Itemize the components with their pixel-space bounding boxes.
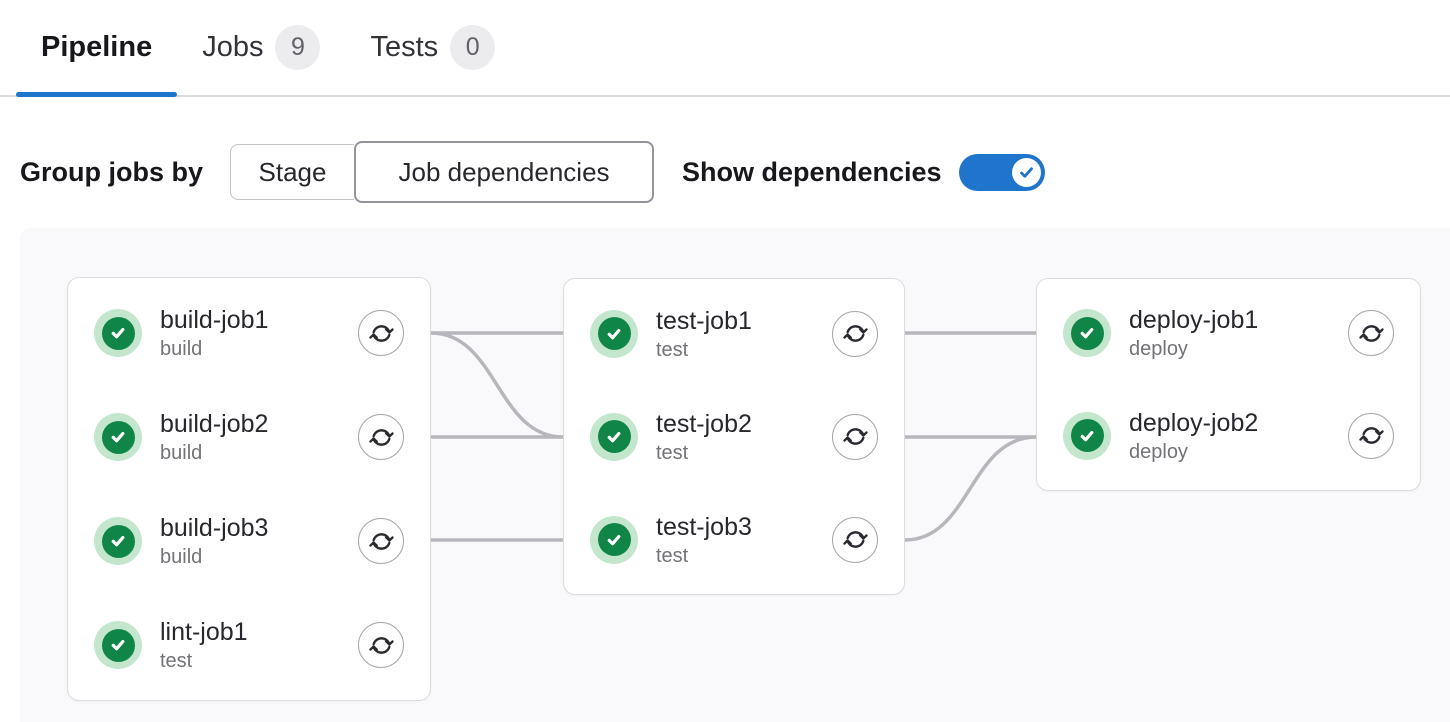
- dependency-link-build-job1-test-job2: [430, 331, 564, 439]
- job-row-build-job2[interactable]: build-job2 build: [94, 402, 404, 472]
- show-dependencies-toggle[interactable]: [958, 153, 1045, 191]
- retry-job-button[interactable]: [358, 414, 404, 460]
- group-jobs-by-segmented-control: Stage Job dependencies: [230, 141, 655, 203]
- job-stage: test: [160, 650, 193, 672]
- check-icon: [1019, 166, 1033, 178]
- retry-job-button[interactable]: [358, 518, 404, 564]
- toggle-knob: [1011, 157, 1041, 187]
- job-row-deploy-job1[interactable]: deploy-job1 deploy: [1063, 299, 1394, 368]
- retry-job-button[interactable]: [358, 310, 404, 356]
- job-group-card-build: build-job1 build build-job2 build: [67, 277, 431, 701]
- tab-pipeline[interactable]: Pipeline: [16, 0, 178, 97]
- pipeline-tab-bar: Pipeline Jobs 9 Tests 0: [0, 0, 1450, 97]
- job-name: deploy-job1: [1129, 306, 1259, 335]
- graph-controls: Group jobs by Stage Job dependencies Sho…: [20, 141, 1450, 203]
- job-stage: build: [160, 546, 203, 568]
- job-stage: deploy: [1129, 440, 1188, 463]
- job-name: lint-job1: [160, 618, 248, 646]
- group-jobs-by-label: Group jobs by: [20, 156, 204, 187]
- job-name: test-job2: [656, 409, 752, 438]
- tab-tests[interactable]: Tests 0: [345, 0, 520, 95]
- job-row-deploy-job2[interactable]: deploy-job2 deploy: [1063, 402, 1394, 471]
- job-stage: build: [160, 442, 203, 464]
- status-success-icon: [590, 515, 638, 564]
- dependency-links-layer: [430, 331, 1037, 542]
- job-stage: build: [160, 338, 203, 360]
- job-row-test-job3[interactable]: test-job3 test: [590, 505, 878, 574]
- tab-jobs[interactable]: Jobs 9: [177, 0, 345, 95]
- retry-job-button[interactable]: [832, 310, 878, 357]
- status-success-icon: [94, 517, 142, 565]
- status-success-icon: [94, 309, 142, 357]
- group-by-stage-button[interactable]: Stage: [230, 144, 355, 200]
- show-dependencies-label: Show dependencies: [682, 156, 942, 187]
- jobs-count-badge: 9: [275, 25, 321, 70]
- job-stage: test: [656, 544, 689, 567]
- job-group-card-test: test-job1 test test-job2 test: [563, 278, 905, 595]
- job-row-lint-job1[interactable]: lint-job1 test: [94, 610, 404, 680]
- dependency-link-test-job3-deploy-job2: [904, 435, 1037, 542]
- retry-icon: [1358, 324, 1384, 342]
- retry-icon: [368, 636, 394, 654]
- job-row-build-job1[interactable]: build-job1 build: [94, 298, 404, 368]
- retry-icon: [368, 532, 394, 550]
- group-by-stage-label: Stage: [258, 156, 327, 187]
- status-success-icon: [94, 621, 142, 669]
- job-stage: test: [656, 338, 689, 361]
- job-row-test-job2[interactable]: test-job2 test: [590, 402, 878, 471]
- retry-icon: [1358, 427, 1384, 445]
- retry-job-button[interactable]: [1348, 412, 1394, 459]
- pipeline-graph-panel: build-job1 build build-job2 build: [20, 228, 1450, 722]
- job-row-build-job3[interactable]: build-job3 build: [94, 506, 404, 576]
- retry-icon: [842, 325, 868, 342]
- tab-pipeline-label: Pipeline: [41, 31, 153, 63]
- status-success-icon: [94, 413, 142, 461]
- retry-job-button[interactable]: [358, 622, 404, 668]
- job-stage: deploy: [1129, 338, 1188, 361]
- status-success-icon: [1063, 411, 1111, 460]
- retry-icon: [842, 531, 868, 548]
- tab-jobs-label: Jobs: [202, 31, 264, 63]
- job-name: build-job3: [160, 514, 269, 542]
- job-name: deploy-job2: [1129, 408, 1259, 437]
- job-name: test-job3: [656, 512, 752, 541]
- tests-count-badge: 0: [450, 25, 496, 70]
- group-by-job-dependencies-button[interactable]: Job dependencies: [354, 141, 655, 203]
- status-success-icon: [590, 309, 638, 358]
- job-name: build-job1: [160, 306, 269, 334]
- job-name: test-job1: [656, 306, 752, 335]
- retry-job-button[interactable]: [832, 516, 878, 563]
- job-group-card-deploy: deploy-job1 deploy deploy-job2 deploy: [1036, 278, 1421, 491]
- retry-job-button[interactable]: [832, 413, 878, 460]
- group-by-job-dependencies-label: Job dependencies: [398, 156, 610, 187]
- job-name: build-job2: [160, 410, 269, 438]
- job-stage: test: [656, 441, 689, 464]
- status-success-icon: [590, 412, 638, 461]
- retry-icon: [368, 428, 394, 446]
- job-row-test-job1[interactable]: test-job1 test: [590, 299, 878, 368]
- retry-icon: [842, 428, 868, 445]
- tab-tests-label: Tests: [370, 31, 439, 63]
- retry-job-button[interactable]: [1348, 310, 1394, 357]
- status-success-icon: [1063, 309, 1111, 358]
- retry-icon: [368, 324, 394, 342]
